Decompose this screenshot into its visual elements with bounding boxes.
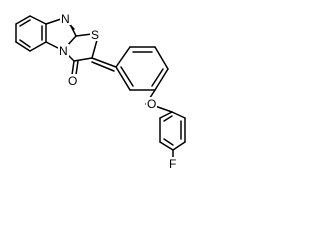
atom-label-o-ether: O (146, 97, 157, 111)
svg-text:F: F (169, 157, 176, 171)
ylidene-bond (91, 57, 117, 72)
atom-label-o-carbonyl: O (67, 74, 78, 88)
structure-diagram: N S N O O F (0, 0, 218, 172)
meta-phenylene-ring (115, 46, 169, 91)
fluorophenyl-ring (159, 111, 186, 158)
atom-label-n-bridge: N (58, 44, 69, 58)
svg-text:O: O (68, 74, 77, 88)
atom-label-n-imine: N (60, 12, 71, 26)
benzo-ring (15, 15, 47, 52)
svg-text:N: N (61, 12, 70, 26)
svg-text:S: S (91, 28, 99, 42)
svg-text:N: N (59, 44, 68, 58)
svg-text:O: O (147, 97, 156, 111)
atom-label-f: F (168, 157, 178, 171)
molecule-drawing: N S N O O F (15, 12, 186, 171)
atom-label-s: S (90, 28, 101, 42)
